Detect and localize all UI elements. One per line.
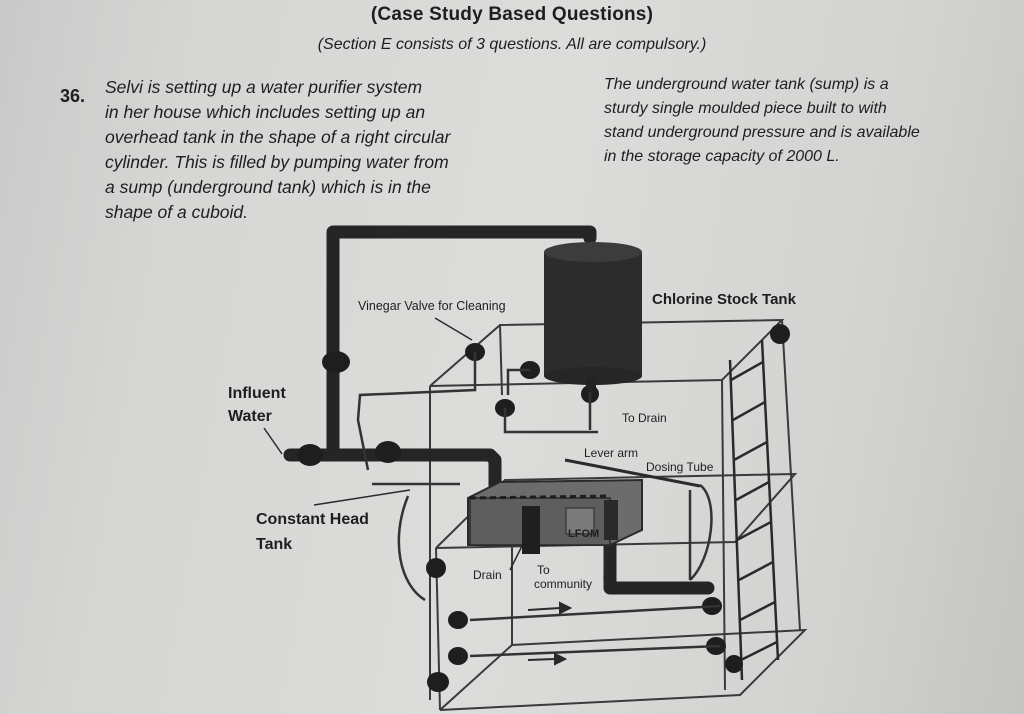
label-to: To [537,563,550,577]
question-line: Selvi is setting up a water purifier sys… [105,77,423,97]
question-line: cylinder. This is filled by pumping wate… [105,152,449,172]
question-line: in her house which includes setting up a… [105,102,426,122]
leader-lines [263,317,607,579]
label-water: Water [228,408,272,425]
side-note: The underground water tank (sump) is a s… [604,73,1004,169]
flow-arrows [527,601,573,666]
side-note-line: sturdy single moulded piece built to wit… [604,100,887,117]
section-heading: (Case Study Based Questions) [370,4,654,25]
label-lfom: LFOM [568,528,599,540]
lever-arm [564,458,701,488]
label-community: community [534,577,592,591]
question-line: a sump (underground tank) which is in th… [105,177,431,197]
side-note-line: stand underground pressure and is availa… [604,124,920,141]
label-dosing-tube: Dosing Tube [646,460,714,474]
side-note-line: in the storage capacity of 2000 L. [604,148,840,165]
section-subtitle: (Section E consists of 3 questions. All … [317,36,707,53]
question-number: 36. [60,86,86,106]
label-chlorine-stock-tank: Chlorine Stock Tank [652,291,797,308]
chlorine-stock-tank [544,242,642,392]
label-to-drain: To Drain [622,411,667,425]
question-text: Selvi is setting up a water purifier sys… [105,75,525,225]
label-tank: Tank [256,536,292,553]
label-constant-head: Constant Head [256,511,369,528]
question-line: overhead tank in the shape of a right ci… [105,127,451,147]
label-vinegar-valve: Vinegar Valve for Cleaning [358,299,506,313]
thin-pipes [356,352,721,658]
ladder [728,339,780,681]
label-drain: Drain [473,568,502,582]
label-lever-arm: Lever arm [584,446,638,460]
side-note-line: The underground water tank (sump) is a [604,76,889,93]
constant-head-tank [467,478,643,554]
label-influent: Influent [228,385,286,402]
question-line: shape of a cuboid. [105,202,249,222]
